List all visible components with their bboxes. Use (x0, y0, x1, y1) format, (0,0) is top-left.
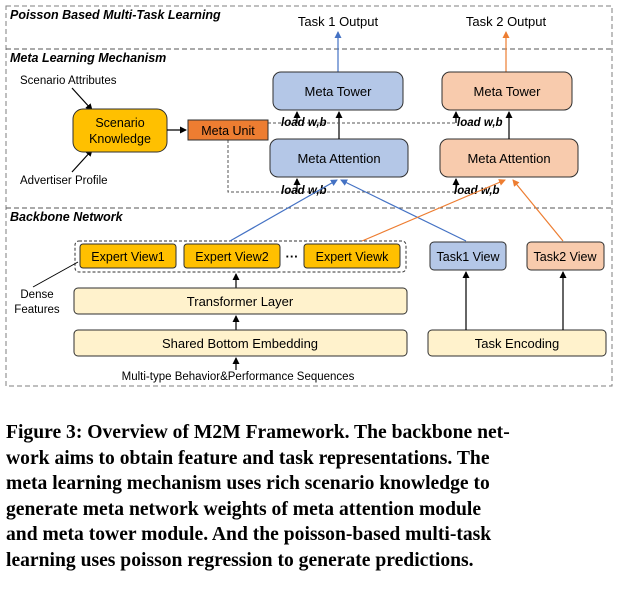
task1-view-box (429, 241, 507, 271)
meta-tower-task2-label: Meta Tower (474, 84, 542, 99)
expert-viewk-label: Expert Viewk (316, 250, 389, 264)
caption-line: learning uses poisson regression to gene… (6, 549, 474, 571)
advertiser-profile-arrow (71, 149, 93, 173)
expert-ellipsis: ··· (286, 249, 299, 264)
transformer-layer-box (73, 287, 408, 315)
meta-attention-task2-label: Meta Attention (467, 151, 550, 166)
task1-output-label: Task 1 Output (298, 14, 379, 29)
dense-features-pointer (32, 261, 79, 288)
load-label-attention1: load w,b (281, 185, 327, 197)
experts-to-attention2-arrow (361, 179, 506, 242)
advertiser-profile-label: Advertiser Profile (20, 175, 108, 187)
scenario-knowledge-label-line2: Knowledge (89, 132, 151, 146)
task-encoding-box (427, 329, 607, 357)
expert-view1-label: Expert View1 (91, 250, 164, 264)
transformer-layer-label: Transformer Layer (187, 294, 294, 309)
meta-tower-task1-label: Meta Tower (305, 84, 373, 99)
task2-view-box (526, 241, 605, 271)
dense-features-label-line1: Dense (20, 289, 53, 301)
meta-unit-label: Meta Unit (201, 124, 255, 138)
load-label-tower1: load w,b (281, 117, 327, 129)
meta-tower-task2 (441, 71, 573, 111)
task2-view-label: Task2 View (534, 250, 598, 264)
expert-viewk-box (303, 243, 401, 269)
caption-line: meta learning mechanism uses rich scenar… (6, 473, 490, 495)
caption-line: generate meta network weights of meta at… (6, 498, 482, 520)
expert-view2-label: Expert View2 (195, 250, 268, 264)
scenario-attributes-label: Scenario Attributes (20, 75, 117, 87)
task-encoding-label: Task Encoding (475, 336, 560, 351)
expert-view1-box (79, 243, 177, 269)
expert-view2-box (183, 243, 281, 269)
m2m-framework-diagram: Poisson Based Multi-Task Learning Meta L… (5, 5, 613, 387)
experts-to-attention1-arrow (229, 179, 338, 242)
expert-views-group (74, 240, 407, 273)
figure-caption: Figure 3: Overview of M2M Framework. The… (6, 420, 631, 574)
meta-unit-box (187, 119, 269, 141)
section-title-poisson: Poisson Based Multi-Task Learning (10, 8, 221, 22)
caption-line: Figure 3: Overview of M2M Framework. The… (6, 422, 510, 443)
meta-unit-to-attention1-link (227, 140, 297, 193)
shared-bottom-embedding-box (73, 329, 408, 357)
input-sequences-label: Multi-type Behavior&Performance Sequence… (122, 371, 355, 383)
load-label-tower2: load w,b (457, 117, 503, 129)
meta-tower-task1 (272, 71, 404, 111)
dense-features-label-line2: Features (14, 304, 60, 316)
section-title-backbone: Backbone Network (10, 210, 124, 224)
section-title-meta: Meta Learning Mechanism (10, 51, 166, 65)
scenario-knowledge-label-line1: Scenario (95, 116, 144, 130)
task2-output-label: Task 2 Output (466, 14, 547, 29)
task2view-to-attention2-arrow (512, 179, 564, 242)
task1view-to-attention1-arrow (340, 179, 467, 242)
shared-bottom-embedding-label: Shared Bottom Embedding (162, 336, 318, 351)
task1-view-label: Task1 View (437, 250, 501, 264)
caption-line: and meta tower module. And the poisson-b… (6, 524, 492, 546)
outer-frame (5, 5, 613, 387)
meta-attention-task1-label: Meta Attention (297, 151, 380, 166)
caption-line: work aims to obtain feature and task rep… (6, 447, 490, 469)
load-label-attention2: load w,b (454, 185, 500, 197)
scenario-attributes-arrow (71, 87, 93, 111)
